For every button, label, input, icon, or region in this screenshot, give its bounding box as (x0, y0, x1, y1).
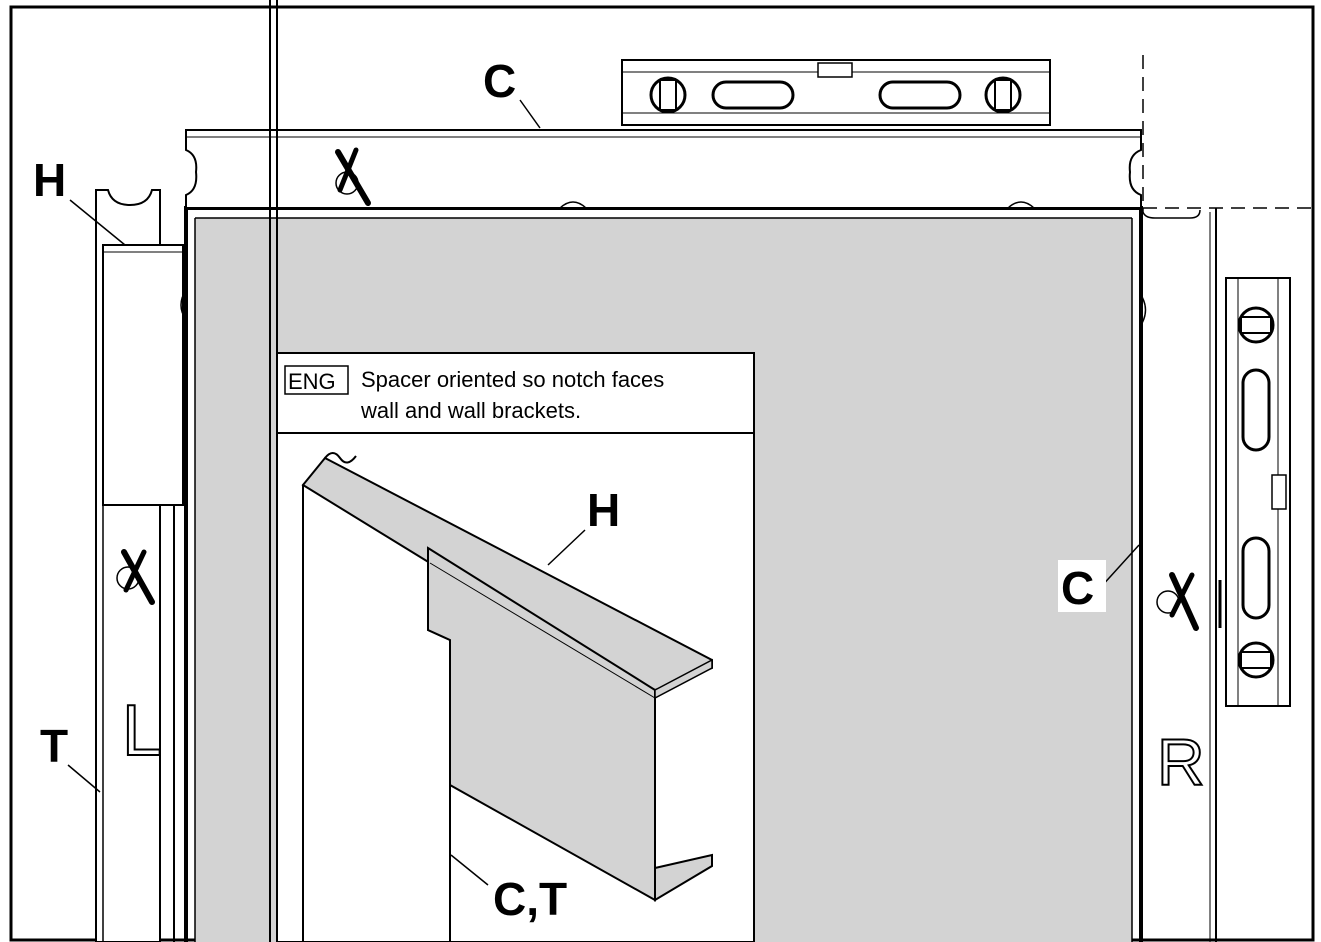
label-c-top: C (483, 55, 516, 107)
x-mark-icon (335, 147, 371, 206)
note-line-1: Spacer oriented so notch faces (361, 367, 664, 392)
x-mark-icon (116, 549, 155, 605)
label-h-left: H (33, 154, 66, 206)
level-tool-right (1225, 277, 1291, 707)
top-channel (185, 129, 1142, 209)
label-ct-inset: C,T (493, 873, 567, 925)
level-tool-top (621, 59, 1051, 126)
side-letter-right: R (1157, 725, 1205, 799)
language-tag: ENG (288, 369, 336, 394)
leader-lines (67, 99, 1140, 886)
dashed-extension (1142, 55, 1313, 219)
label-h-inset: H (587, 484, 620, 536)
label-c-right-bg (1058, 560, 1106, 612)
side-letter-left: L (122, 691, 162, 771)
label-c-right: C (1061, 562, 1094, 614)
left-channel (95, 189, 187, 942)
x-mark-icon (1156, 572, 1199, 631)
spacer-profile (301, 452, 713, 942)
right-channel (1140, 208, 1222, 942)
note-line-2: wall and wall brackets. (360, 398, 581, 423)
detail-inset: ENG Spacer oriented so notch faces wall … (276, 352, 755, 942)
label-t-left: T (40, 720, 68, 772)
